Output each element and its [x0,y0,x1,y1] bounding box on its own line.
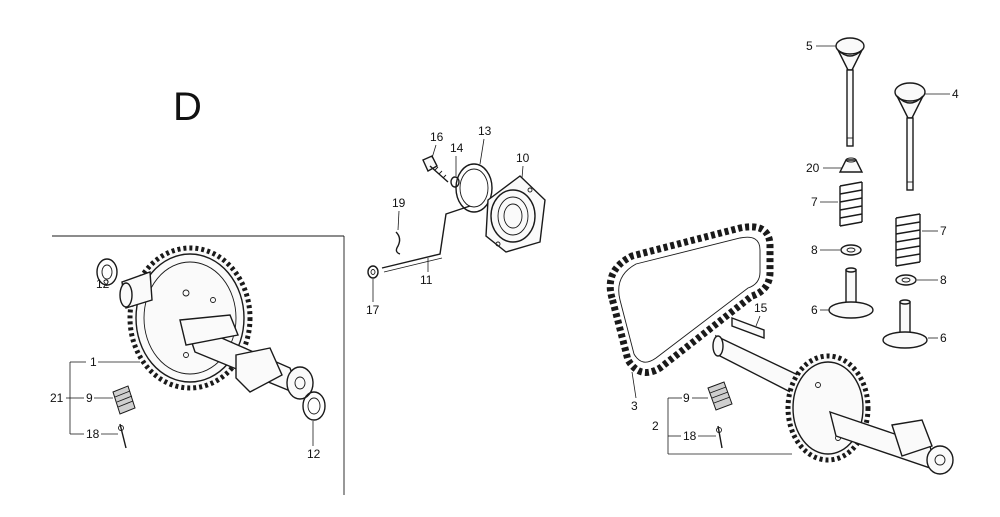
camshaft-gear-assembly [119,245,314,400]
callout-12-left: 12 [96,277,110,291]
spring-7-right [895,213,921,267]
callout-6-right: 6 [940,331,947,345]
callout-6-left: 6 [811,303,818,317]
valve-4 [894,82,926,191]
gasket-13 [455,163,493,213]
lifter-6-right [882,299,928,349]
weight-9-right [707,381,733,411]
seat-8-left [840,244,862,256]
callout-12-right: 12 [307,447,321,461]
callout-15: 15 [754,301,768,315]
section-letter: D [173,85,202,129]
callout-5: 5 [806,39,813,53]
left-callouts: 12 1 21 9 18 12 [50,277,321,461]
callout-18-right: 18 [683,429,697,443]
washer-12-left [96,258,118,286]
callout-14: 14 [450,141,464,155]
callout-7-right: 7 [940,224,947,238]
timing-chain-3 [606,223,774,376]
sprocket-camshaft-assembly [712,334,954,475]
weight-9-left [112,385,136,415]
callout-4: 4 [952,87,959,101]
left-group-frame [52,235,345,495]
callout-13: 13 [478,124,492,138]
retainer-20 [838,157,864,173]
pin-18-right [716,425,723,449]
callout-9-right: 9 [683,391,690,405]
key-15 [731,316,765,340]
bolt-16 [422,155,449,183]
spring-7-left [839,181,863,227]
callout-21: 21 [50,391,64,405]
callout-8-left: 8 [811,243,818,257]
callout-2: 2 [652,419,659,433]
housing-10 [485,175,546,253]
callout-7-left: 7 [811,195,818,209]
callout-20: 20 [806,161,820,175]
valve-5 [835,37,865,147]
callout-3: 3 [631,399,638,413]
washer-12-right [302,391,326,421]
center-callouts: 16 14 13 10 19 11 17 [366,124,530,317]
callout-16: 16 [430,130,444,144]
washer-17 [367,265,379,279]
clip-19 [395,231,401,255]
callout-18-left: 18 [86,427,100,441]
callout-17: 17 [366,303,380,317]
callout-19: 19 [392,196,406,210]
callout-1: 1 [90,355,97,369]
washer-14 [450,176,460,188]
callout-8-right: 8 [940,273,947,287]
callout-10: 10 [516,151,530,165]
pin-18-left [118,423,127,449]
right-callouts: 5 4 20 7 7 8 8 6 6 15 3 2 9 18 [631,39,959,455]
rod-11 [381,205,471,273]
lifter-6-left [828,267,874,319]
seat-8-right [895,274,917,286]
tensioner-group [367,155,546,279]
callout-11: 11 [420,273,433,287]
callout-9-left: 9 [86,391,93,405]
